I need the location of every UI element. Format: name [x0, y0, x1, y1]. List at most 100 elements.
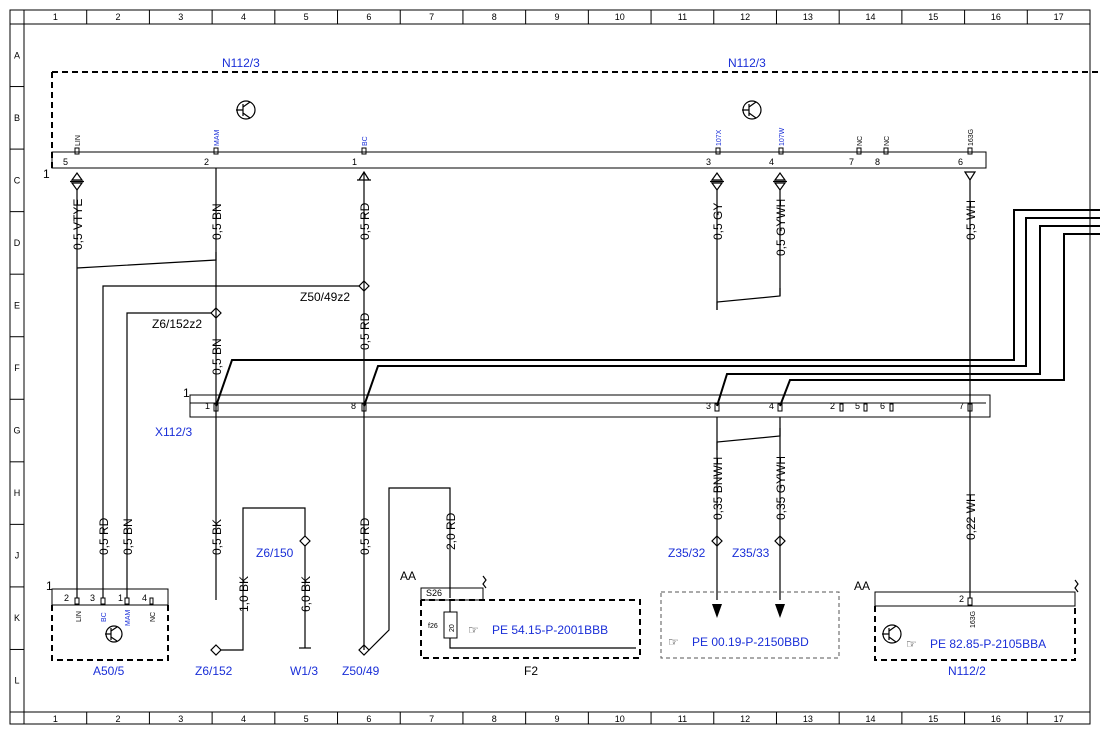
f2-aa-label: AA [400, 569, 416, 583]
x112-3-label: X112/3 [155, 425, 192, 439]
fuse-id: f26 [428, 623, 438, 630]
grid-row-label: H [14, 488, 21, 498]
wire-label-wh2: 0,22 WH [964, 493, 978, 540]
svg-text:3: 3 [706, 157, 711, 167]
grid-column-label: 7 [429, 714, 434, 724]
hand-pointer-icon[interactable]: ☞ [906, 637, 917, 651]
grid-column-label: 3 [178, 12, 183, 22]
splice-z6-152z2-label: Z6/152z2 [152, 317, 202, 331]
grid-row-label: D [14, 238, 21, 248]
z50-49-label: Z50/49 [342, 664, 380, 678]
grid-column-label: 13 [803, 714, 813, 724]
splice-z35-33-icon [774, 535, 786, 547]
svg-text:4: 4 [142, 593, 147, 603]
n112-2-reference-link[interactable]: PE 82.85-P-2105BBA [930, 637, 1046, 651]
n112-3-connector-bar [51, 151, 987, 169]
top-pin-mam: 2 MAM [204, 130, 221, 168]
wire-label-rd3: 0,5 RD [97, 517, 111, 555]
z6-152-label: Z6/152 [195, 664, 233, 678]
grid-column-label: 13 [803, 12, 813, 22]
top-pin-107x: 3 107X [706, 129, 723, 167]
grid-column-label: 1 [53, 714, 58, 724]
svg-text:LIN: LIN [75, 135, 82, 146]
splice-z50-49-icon [358, 644, 370, 656]
grid-column-label: 3 [178, 714, 183, 724]
svg-text:107W: 107W [779, 127, 786, 146]
top-pin-nc-7: 7 NC [849, 136, 864, 167]
transistor-icon [236, 100, 256, 120]
middle-reference-link[interactable]: PE 00.19-P-2150BBD [692, 635, 809, 649]
grid-column-label: 4 [241, 12, 246, 22]
a50-5-connector [51, 588, 169, 606]
splice-z35-32-icon [711, 535, 723, 547]
svg-text:6: 6 [958, 157, 963, 167]
grid-column-label: 5 [304, 12, 309, 22]
x112-3-connector [189, 394, 991, 418]
svg-text:MAM: MAM [214, 130, 221, 147]
wire-label-vtye: 0,5 VTYE [71, 199, 85, 250]
svg-text:3: 3 [706, 401, 711, 411]
svg-text:7: 7 [849, 157, 854, 167]
svg-text:2: 2 [830, 401, 835, 411]
grid-row-label: K [14, 613, 20, 623]
hand-pointer-icon[interactable]: ☞ [468, 623, 479, 637]
wire-label-bk: 0,5 BK [210, 519, 224, 555]
wire-label-bk3: 6,0 BK [299, 576, 313, 612]
svg-text:5: 5 [855, 401, 860, 411]
grid-row-label: C [14, 175, 21, 185]
arrow-down-icon [775, 604, 785, 618]
svg-text:1: 1 [118, 593, 123, 603]
x112-3-pins: 1 8 3 4 2 5 6 7 [205, 401, 973, 412]
wire-label-rd2: 0,5 RD [358, 312, 372, 350]
twist-marker [76, 252, 217, 269]
grid-column-label: 15 [928, 12, 938, 22]
grid-column-label: 10 [615, 714, 625, 724]
top-pin-lin: 5 LIN [63, 135, 82, 167]
svg-text:6: 6 [880, 401, 885, 411]
wire-bn-branch [126, 312, 211, 598]
grid-column-label: 12 [740, 714, 750, 724]
top-pin-nc-8: 8 NC [875, 136, 891, 167]
grid-row-label: A [14, 50, 20, 60]
splice-z6-150-icon [299, 535, 311, 547]
wire-label-wh: 0,5 WH [964, 200, 978, 240]
grid-column-label: 8 [492, 714, 497, 724]
f2-reference-link[interactable]: PE 54.15-P-2001BBB [492, 623, 608, 637]
grid-column-label: 5 [304, 714, 309, 724]
a50-5-label: A50/5 [93, 664, 125, 678]
svg-text:2: 2 [64, 593, 69, 603]
twist-marker [716, 428, 781, 450]
wire-label-gywh2: 0,35 GYWH [774, 456, 788, 520]
svg-text:8: 8 [875, 157, 880, 167]
grid-column-label: 10 [615, 12, 625, 22]
svg-text:4: 4 [769, 401, 774, 411]
wire-bk-branch [242, 507, 306, 645]
svg-text:NC: NC [150, 612, 157, 622]
n112-2-pin-signal: 163G [970, 611, 977, 628]
wire-label-bn: 0,5 BN [210, 203, 224, 240]
grid-row-label: F [14, 363, 20, 373]
grid-column-label: 4 [241, 714, 246, 724]
wire-label-bn2: 0,5 BN [210, 338, 224, 375]
wire-label-rd4: 0,5 RD [358, 517, 372, 555]
wire-label-gywh: 0,5 GYWH [774, 199, 788, 256]
hand-pointer-icon[interactable]: ☞ [668, 635, 679, 649]
grid-column-label: 11 [678, 12, 687, 22]
wire-harness-bundle [215, 209, 1100, 407]
grid-column-label: 7 [429, 12, 434, 22]
grid-column-label: 8 [492, 12, 497, 22]
grid-row-label: E [14, 300, 20, 310]
wire-rd-branch [102, 285, 359, 598]
grid-column-label: 14 [866, 12, 876, 22]
grid-column-label: 1 [53, 12, 58, 22]
svg-text:8: 8 [351, 401, 356, 411]
grid-column-label: 17 [1054, 714, 1064, 724]
svg-text:4: 4 [769, 157, 774, 167]
grid-column-label: 9 [554, 714, 559, 724]
grid-column-label: 6 [366, 714, 371, 724]
svg-text:1: 1 [352, 157, 357, 167]
wire-label-rd: 0,5 RD [358, 202, 372, 240]
arrow-down-icon [712, 604, 722, 618]
grid-column-label: 15 [928, 714, 938, 724]
